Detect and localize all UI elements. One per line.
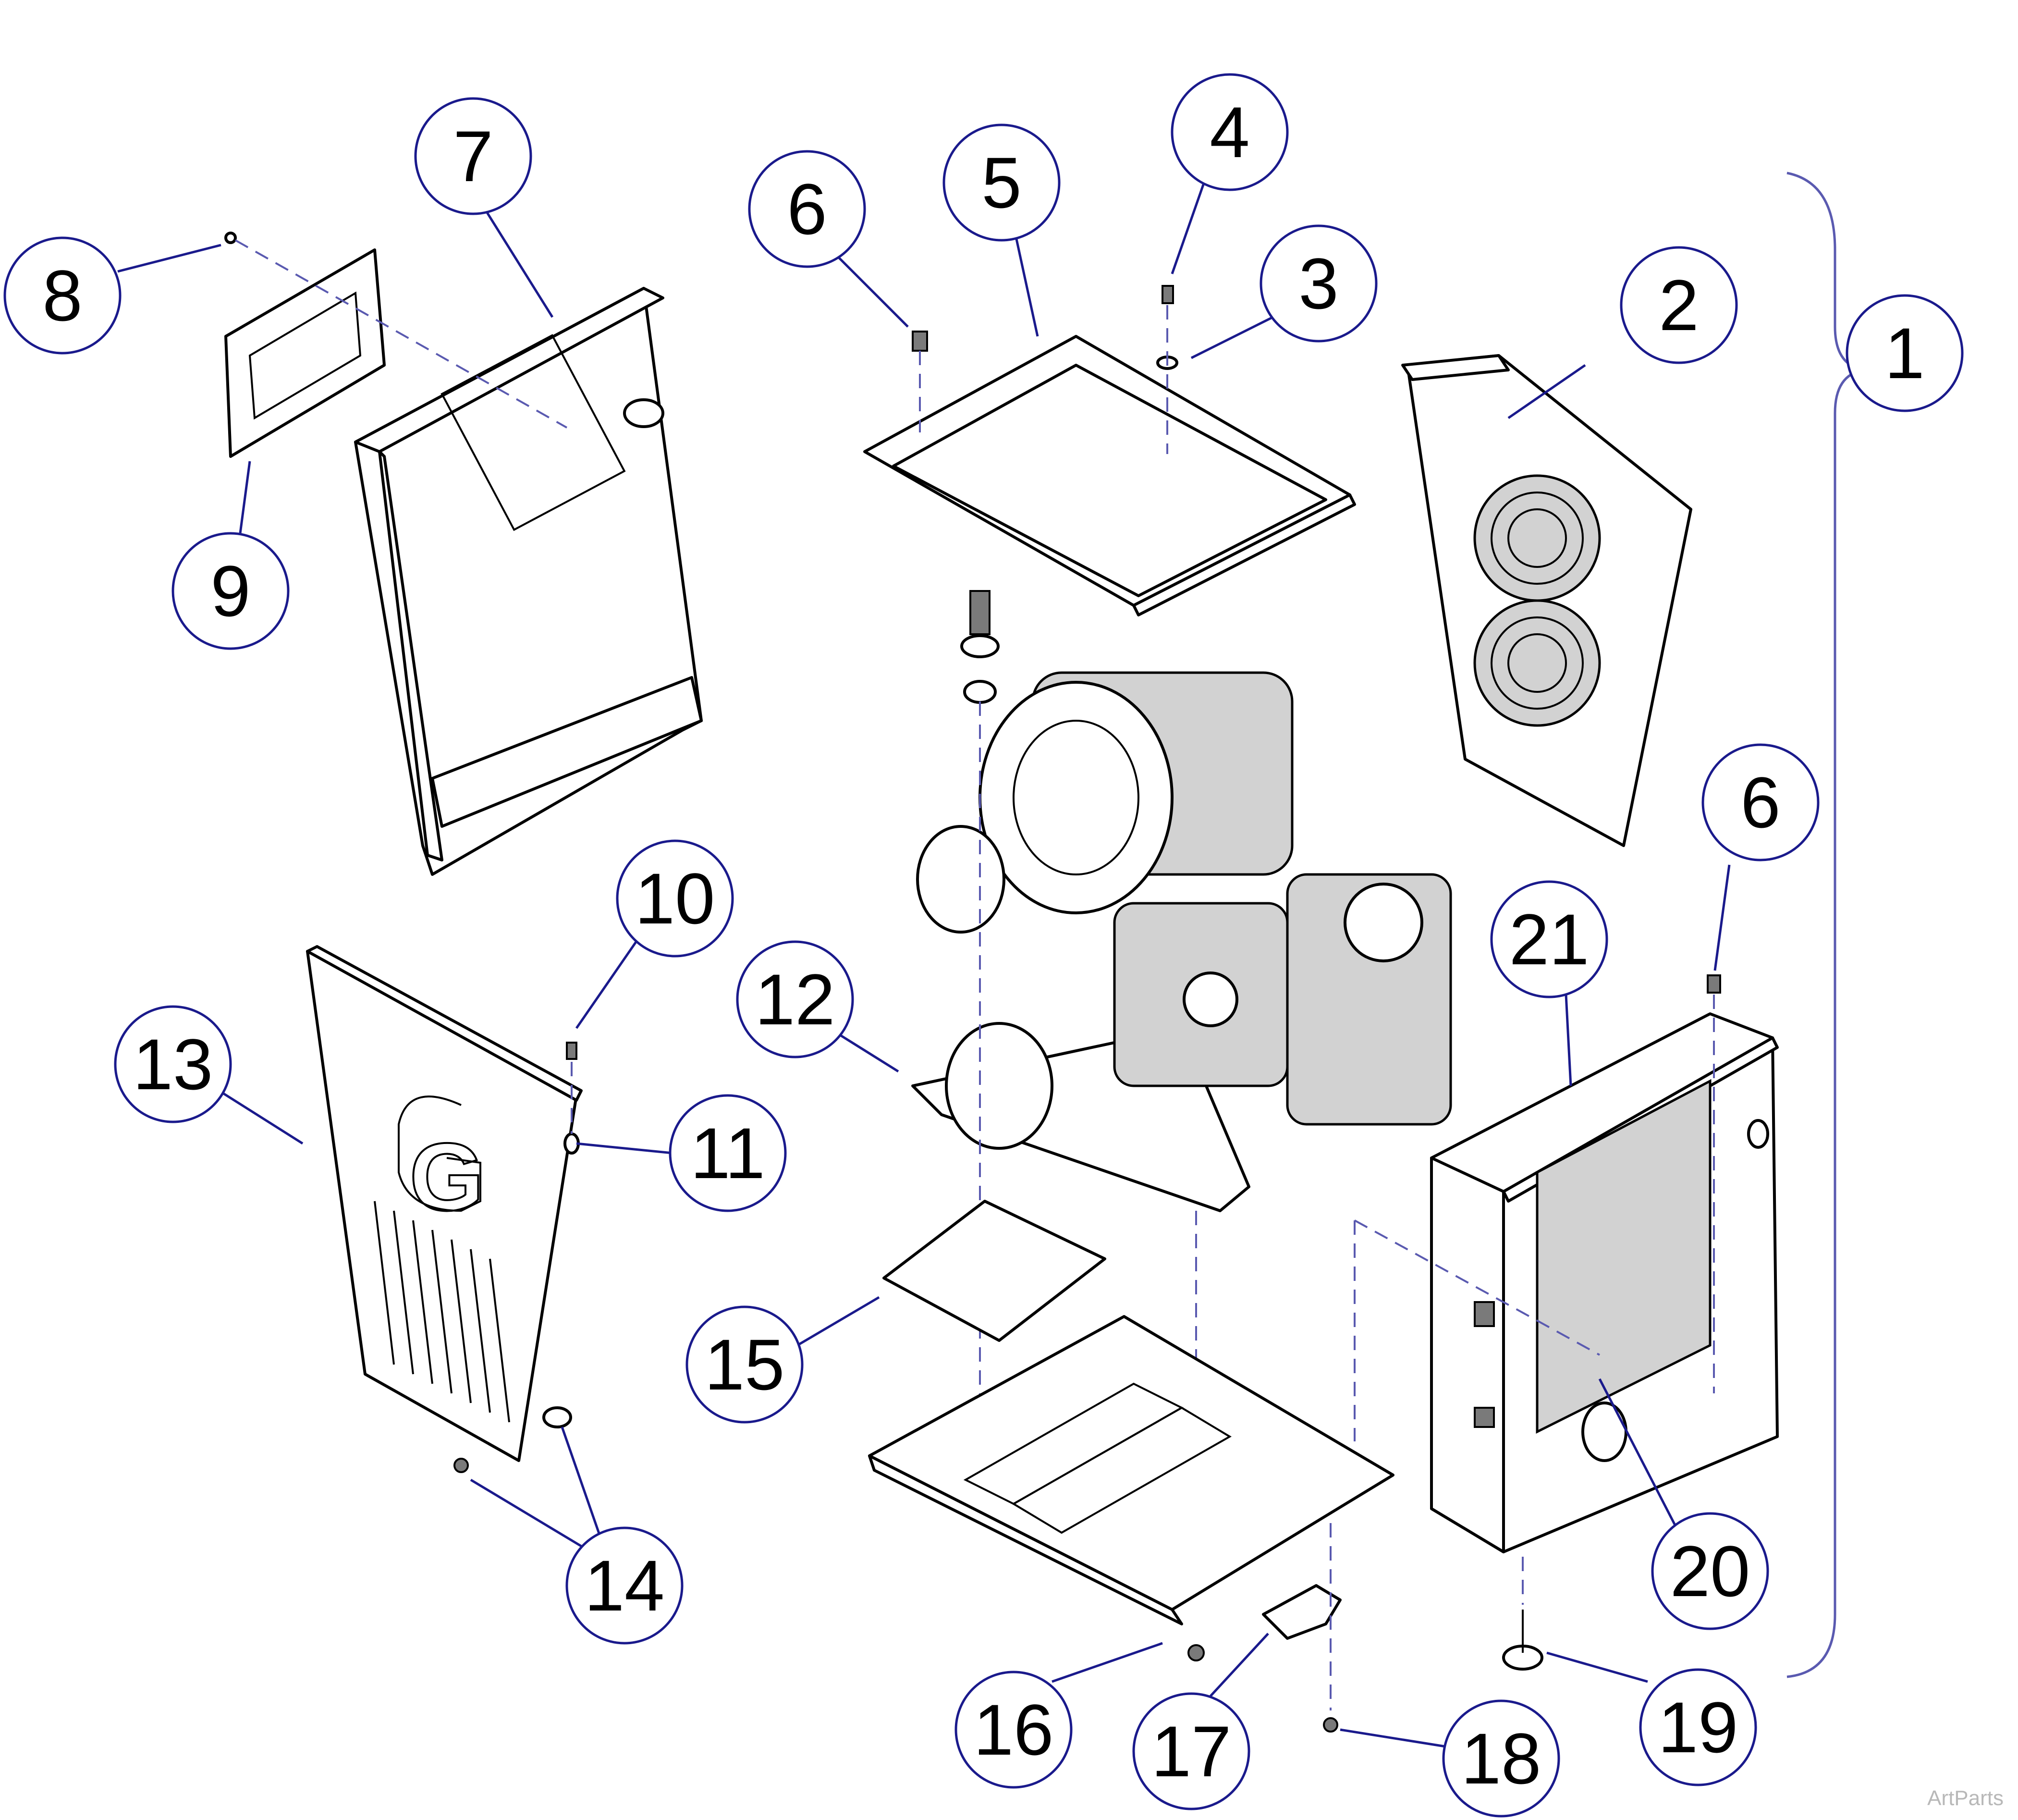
svg-text:18: 18 <box>1461 1718 1541 1799</box>
svg-text:4: 4 <box>1210 92 1249 172</box>
callout-17: 17 <box>1132 1692 1250 1810</box>
base-plate <box>868 1315 1394 1625</box>
svg-text:15: 15 <box>705 1324 785 1405</box>
part-13-front-panel: G <box>306 945 583 1462</box>
artparts-watermark: ArtParts <box>1927 1786 2004 1810</box>
svg-text:10: 10 <box>635 858 715 939</box>
svg-text:16: 16 <box>974 1689 1054 1770</box>
callouts: 1 2 3 4 5 6 6 7 8 9 10 11 12 13 14 15 16… <box>3 73 1964 1818</box>
part-5-top-cover <box>863 335 1356 616</box>
assembly-bracket <box>1786 172 1864 1678</box>
bolt-top <box>969 590 991 635</box>
callout-6-top: 6 <box>748 150 866 268</box>
callout-11: 11 <box>669 1094 787 1212</box>
leader-lines <box>117 177 1731 1750</box>
svg-text:3: 3 <box>1298 243 1338 324</box>
callout-20: 20 <box>1651 1512 1769 1630</box>
callout-8: 8 <box>3 236 122 355</box>
callout-1: 1 <box>1846 294 1964 412</box>
svg-text:12: 12 <box>755 959 835 1040</box>
svg-text:11: 11 <box>690 1113 765 1193</box>
svg-text:8: 8 <box>42 255 82 336</box>
callout-16: 16 <box>954 1671 1073 1789</box>
part-2-fan-panel <box>1401 354 1692 847</box>
svg-text:2: 2 <box>1659 265 1699 345</box>
callout-5: 5 <box>942 123 1061 242</box>
callout-21: 21 <box>1490 880 1608 998</box>
part-14-standoff <box>542 1406 572 1428</box>
front-panel-vent-slots <box>374 1201 510 1423</box>
callout-6-side: 6 <box>1701 743 1820 861</box>
part-4-screw <box>1162 285 1174 304</box>
svg-text:5: 5 <box>981 142 1021 223</box>
part-9-cover-plate <box>224 248 386 458</box>
part-10-screw <box>566 1042 577 1060</box>
callout-15: 15 <box>685 1305 804 1424</box>
part-15-pad <box>882 1200 1106 1342</box>
svg-text:6: 6 <box>1740 762 1780 843</box>
part-11-clip <box>563 1132 580 1155</box>
svg-text:1: 1 <box>1884 313 1924 394</box>
part-14-screw <box>453 1458 469 1473</box>
callout-4: 4 <box>1171 73 1289 191</box>
svg-text:9: 9 <box>210 551 250 631</box>
part-8-screw <box>224 232 237 244</box>
part-18-screw <box>1323 1717 1338 1733</box>
part-16-nut <box>1187 1644 1205 1661</box>
part-6-screw-top <box>912 331 928 352</box>
callout-12: 12 <box>736 940 854 1058</box>
washer-top <box>960 634 1000 658</box>
svg-text:14: 14 <box>585 1545 665 1626</box>
callout-14: 14 <box>565 1526 684 1645</box>
svg-text:17: 17 <box>1151 1711 1232 1792</box>
part-12-motor-pump-assembly <box>911 671 1452 1212</box>
front-panel-logo: G <box>409 1124 484 1231</box>
callout-2: 2 <box>1620 246 1738 364</box>
callout-18: 18 <box>1442 1699 1560 1818</box>
callout-10: 10 <box>616 839 734 958</box>
part-17-bracket <box>1262 1584 1342 1640</box>
svg-text:7: 7 <box>453 116 493 197</box>
svg-text:21: 21 <box>1509 899 1590 980</box>
part-7-side-frame <box>354 287 703 876</box>
isolator-top <box>963 680 997 704</box>
svg-text:20: 20 <box>1670 1531 1750 1611</box>
svg-text:19: 19 <box>1658 1687 1738 1768</box>
part-6-screw-side <box>1707 974 1721 994</box>
callout-19: 19 <box>1639 1668 1757 1786</box>
callout-3: 3 <box>1260 224 1378 343</box>
callout-9: 9 <box>171 532 290 650</box>
svg-text:6: 6 <box>787 169 827 249</box>
callout-7: 7 <box>414 97 532 215</box>
callout-13: 13 <box>114 1005 232 1123</box>
svg-text:13: 13 <box>133 1024 213 1105</box>
